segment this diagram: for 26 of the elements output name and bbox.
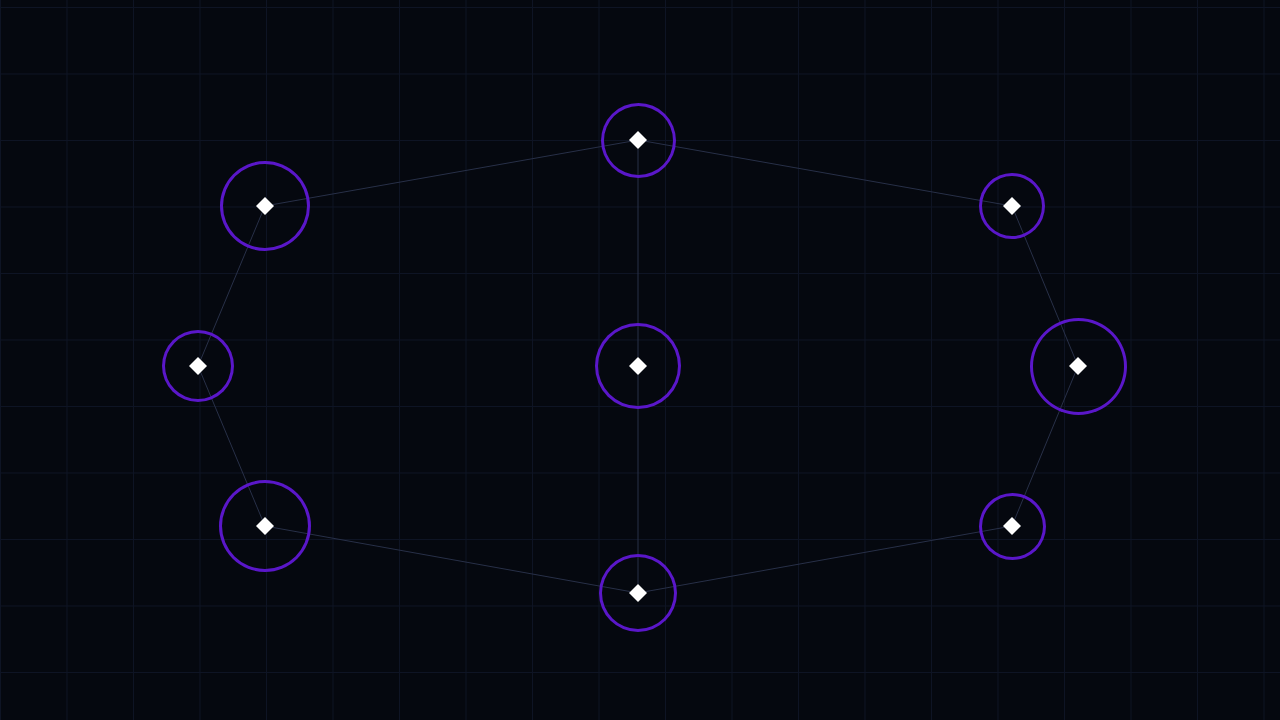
- diamond-marker: [256, 517, 274, 535]
- connector-line: [200, 211, 263, 361]
- ring: [220, 161, 310, 251]
- ring: [219, 480, 311, 572]
- connector-line: [272, 526, 631, 593]
- diamond-marker: [1003, 517, 1021, 535]
- ring: [1029, 317, 1127, 415]
- ring: [978, 492, 1046, 560]
- ring: [595, 323, 681, 409]
- diamond-marker: [629, 131, 647, 149]
- diamond-marker: [629, 584, 647, 602]
- ring: [979, 173, 1045, 239]
- diamond-marker: [1003, 197, 1021, 215]
- connector-line: [645, 140, 1005, 206]
- connector-line: [645, 526, 1005, 593]
- diamond-marker: [629, 357, 647, 375]
- diamond-marker: [189, 357, 207, 375]
- connector-line: [272, 140, 631, 206]
- connector-line: [1014, 211, 1076, 361]
- ring: [162, 330, 234, 402]
- ring: [600, 102, 676, 178]
- diamond-marker: [1069, 357, 1087, 375]
- ring: [599, 554, 677, 632]
- diamond-marker: [256, 197, 274, 215]
- connector-line: [200, 371, 263, 521]
- connector-line: [1014, 371, 1076, 521]
